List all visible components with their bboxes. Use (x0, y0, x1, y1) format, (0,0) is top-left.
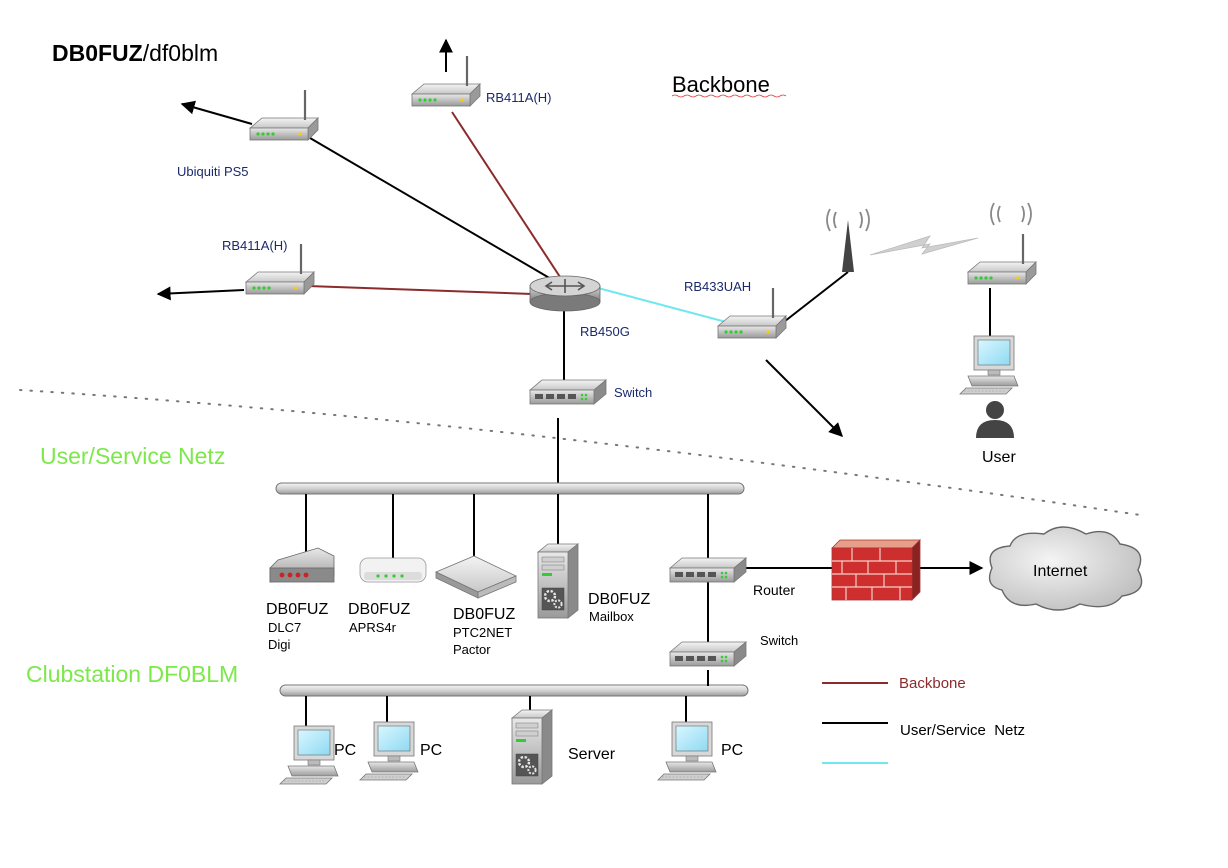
client-pc-icon (959, 335, 1019, 395)
ubiquiti-label: Ubiquiti PS5 (177, 164, 249, 179)
dlc7-label-3: Digi (268, 637, 291, 652)
ptc-label-1: DB0FUZ (453, 606, 515, 623)
internet-label: Internet (1033, 563, 1088, 580)
rb450g-label: RB450G (580, 324, 630, 339)
rb450g-router-icon (529, 275, 601, 312)
link-ubiquiti-router (309, 137, 559, 284)
title-bold: DB0FUZ (52, 40, 143, 66)
club-bus (279, 684, 749, 697)
server-icon (510, 708, 554, 786)
mailbox-server-icon (536, 542, 580, 620)
client-antenna-icon (990, 202, 1032, 226)
ptc-label-3: Pactor (453, 642, 491, 657)
backbone-heading: Backbone (672, 72, 770, 97)
pc3-label: PC (721, 742, 743, 759)
dlc7-label-2: DLC7 (268, 620, 301, 635)
spellcheck-squiggle (671, 94, 787, 98)
switch-top-label: Switch (614, 385, 652, 400)
pc1-label: PC (334, 742, 356, 759)
ubiquiti-radio-icon (248, 88, 320, 142)
router-icon (669, 557, 747, 583)
link-router-rb433 (597, 287, 727, 323)
user-person-icon (976, 401, 1014, 438)
mailbox-label-1: DB0FUZ (588, 591, 650, 608)
pc3-icon (657, 721, 717, 781)
title-rest: /df0blm (142, 40, 219, 66)
aprs-device-icon (359, 557, 427, 583)
rb411-top-label: RB411A(H) (486, 90, 552, 105)
switch-bottom-label: Switch (760, 633, 798, 648)
aprs-label-2: APRS4r (349, 620, 397, 635)
arrow-rb433 (765, 359, 843, 437)
wireless-link-icon (869, 235, 979, 256)
service-bus (275, 482, 745, 495)
mailbox-label-2: Mailbox (589, 609, 634, 624)
rb411-left-label: RB411A(H) (222, 238, 288, 253)
diagram-title: DB0FUZ/df0blm (52, 40, 218, 67)
pc2-icon (359, 721, 419, 781)
pc2-label: PC (420, 742, 442, 759)
clubstation-heading: Clubstation DF0BLM (26, 661, 238, 687)
user-service-heading: User/Service Netz (40, 443, 225, 469)
legend-label-backbone: Backbone (899, 675, 966, 692)
antenna-tower-icon (826, 208, 870, 272)
router-label: Router (753, 582, 795, 598)
link-rb411top-router (451, 111, 563, 281)
rb433-radio-icon (716, 286, 788, 340)
arrow-ubiquiti (180, 100, 253, 125)
user-label: User (982, 449, 1016, 466)
dlc7-label-1: DB0FUZ (266, 601, 328, 618)
internet-cloud-icon (988, 526, 1143, 611)
firewall-icon (831, 539, 921, 601)
link-rb433-antenna (779, 271, 849, 326)
server-label: Server (568, 746, 616, 763)
legend-label-service: User/Service Netz (900, 722, 1025, 739)
dlc7-device-icon (269, 547, 335, 583)
pc1-icon (279, 725, 339, 785)
aprs-label-1: DB0FUZ (348, 601, 410, 618)
switch-bottom-icon (669, 641, 747, 667)
rb433-label: RB433UAH (684, 279, 751, 294)
client-radio-icon (966, 232, 1038, 286)
link-rb411left-router (307, 285, 533, 295)
ptc-label-2: PTC2NET (453, 625, 512, 640)
switch-top-icon (529, 379, 607, 405)
ptc-device-icon (435, 555, 517, 599)
arrow-rb411-left (156, 286, 245, 301)
